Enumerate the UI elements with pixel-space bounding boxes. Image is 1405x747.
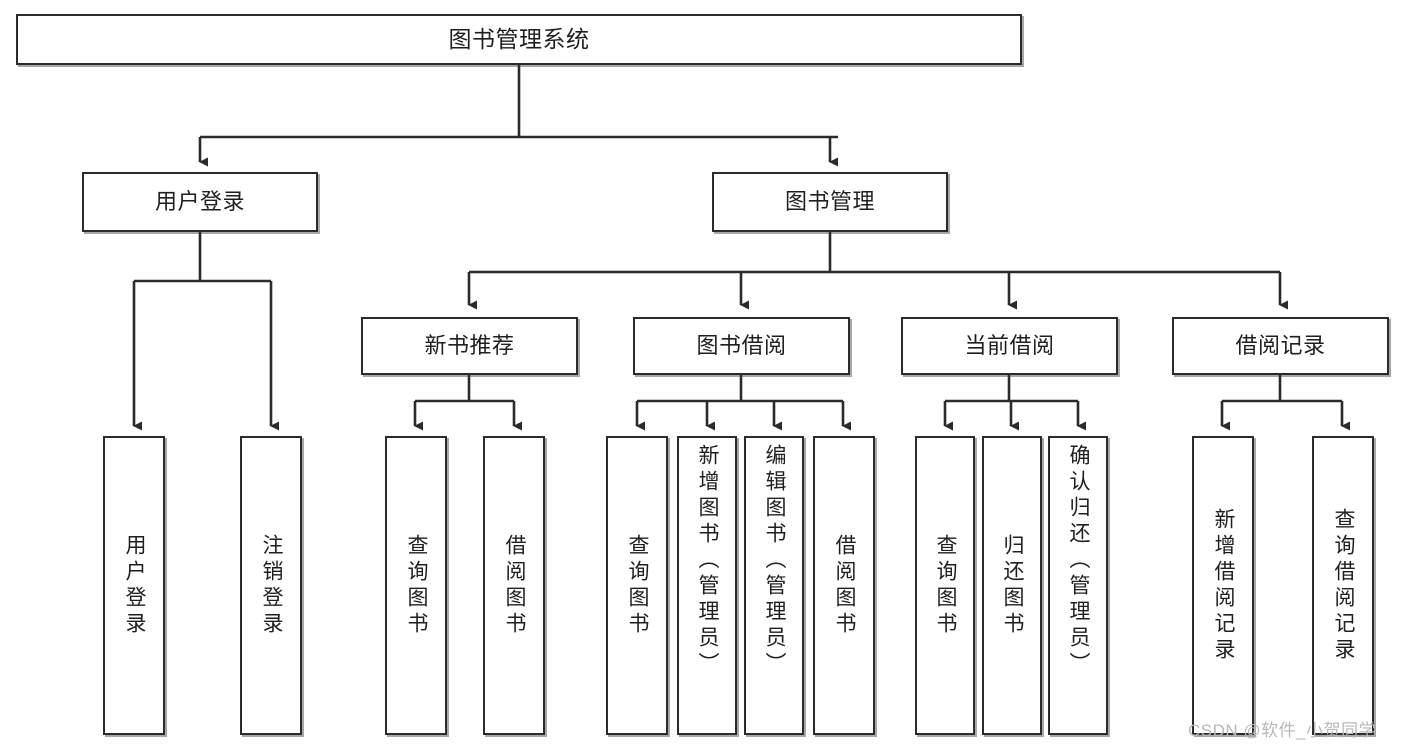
leaf-confirm-return-admin[interactable]: 确认归还（管理员） bbox=[1048, 436, 1108, 735]
node-book-borrow[interactable]: 图书借阅 bbox=[633, 317, 850, 375]
leaf-label: 查询图书 bbox=[626, 533, 650, 638]
node-label: 借阅记录 bbox=[1235, 332, 1326, 358]
node-label: 图书管理 bbox=[784, 188, 875, 214]
node-label: 新书推荐 bbox=[424, 332, 515, 358]
leaf-user-login[interactable]: 用户登录 bbox=[103, 436, 165, 735]
leaf-label: 新增借阅记录 bbox=[1212, 507, 1236, 664]
node-user-login[interactable]: 用户登录 bbox=[82, 172, 318, 232]
leaf-content: 查询图书 bbox=[608, 438, 666, 733]
leaf-content: 新增图书（管理员） bbox=[679, 438, 735, 739]
leaf-query-book-cb[interactable]: 查询图书 bbox=[915, 436, 975, 735]
leaf-query-book-bb[interactable]: 查询图书 bbox=[606, 436, 668, 735]
leaf-content: 查询图书 bbox=[387, 438, 445, 733]
leaf-label: 用户登录 bbox=[123, 533, 147, 638]
leaf-label: 确认归还（管理员） bbox=[1067, 444, 1091, 678]
leaf-label: 借阅图书 bbox=[833, 533, 857, 638]
node-label: 用户登录 bbox=[154, 188, 245, 214]
node-borrow-record[interactable]: 借阅记录 bbox=[1172, 317, 1389, 375]
node-new-book-recommend[interactable]: 新书推荐 bbox=[361, 317, 578, 375]
leaf-content: 查询图书 bbox=[917, 438, 973, 733]
leaf-logout-login[interactable]: 注销登录 bbox=[240, 436, 302, 735]
leaf-label: 查询图书 bbox=[934, 533, 958, 638]
leaf-label: 归还图书 bbox=[1001, 533, 1025, 638]
leaf-label: 借阅图书 bbox=[503, 533, 527, 638]
leaf-label: 新增图书（管理员） bbox=[696, 444, 720, 678]
leaf-content: 编辑图书（管理员） bbox=[746, 438, 802, 739]
leaf-return-book[interactable]: 归还图书 bbox=[982, 436, 1042, 735]
watermark-text: CSDN @软件_小贺同学 bbox=[1188, 721, 1377, 740]
leaf-edit-book-admin[interactable]: 编辑图书（管理员） bbox=[744, 436, 804, 735]
node-label: 图书借阅 bbox=[696, 332, 787, 358]
leaf-query-book-nb[interactable]: 查询图书 bbox=[385, 436, 447, 735]
leaf-content: 注销登录 bbox=[242, 438, 300, 733]
leaf-add-book-admin[interactable]: 新增图书（管理员） bbox=[677, 436, 737, 735]
leaf-add-borrow-record[interactable]: 新增借阅记录 bbox=[1192, 436, 1254, 735]
leaf-content: 查询借阅记录 bbox=[1314, 438, 1372, 733]
leaf-query-borrow-record[interactable]: 查询借阅记录 bbox=[1312, 436, 1374, 735]
leaf-borrow-book-bb[interactable]: 借阅图书 bbox=[813, 436, 875, 735]
leaf-label: 查询图书 bbox=[405, 533, 429, 638]
leaf-content: 确认归还（管理员） bbox=[1050, 438, 1106, 739]
node-root-system[interactable]: 图书管理系统 bbox=[16, 14, 1022, 65]
leaf-borrow-book-nb[interactable]: 借阅图书 bbox=[483, 436, 545, 735]
leaf-content: 新增借阅记录 bbox=[1194, 438, 1252, 733]
leaf-content: 归还图书 bbox=[984, 438, 1040, 733]
node-label: 当前借阅 bbox=[964, 332, 1055, 358]
leaf-content: 借阅图书 bbox=[485, 438, 543, 733]
leaf-label: 编辑图书（管理员） bbox=[763, 444, 787, 678]
leaf-content: 用户登录 bbox=[105, 438, 163, 733]
node-book-manage[interactable]: 图书管理 bbox=[712, 172, 948, 232]
leaf-label: 查询借阅记录 bbox=[1332, 507, 1356, 664]
leaf-content: 借阅图书 bbox=[815, 438, 873, 733]
node-label: 图书管理系统 bbox=[448, 25, 590, 52]
leaf-label: 注销登录 bbox=[260, 533, 284, 638]
node-current-borrow[interactable]: 当前借阅 bbox=[901, 317, 1118, 375]
